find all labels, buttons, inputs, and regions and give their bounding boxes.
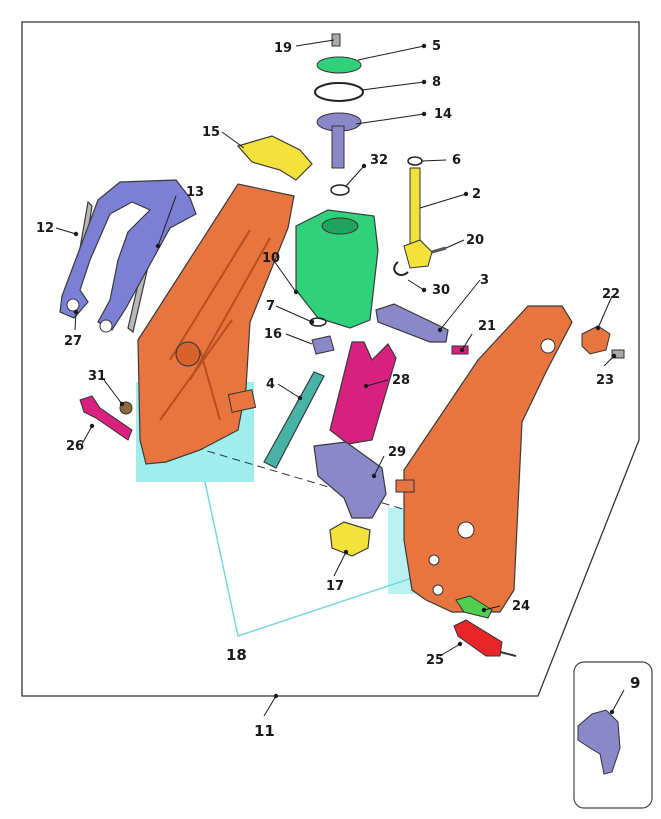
part-16-knob [311,335,335,355]
label-26: 26 [66,439,84,454]
label-22: 22 [602,287,620,302]
label-16: 16 [264,327,282,342]
left-plate-ribs [159,229,271,421]
part-24-screw [455,595,493,619]
left-plate-shaft [227,389,257,413]
part-8-ring [314,82,364,102]
part-30-clip [393,261,409,276]
part-32-ring [330,184,350,196]
part-28-bracket [329,341,397,445]
group-18-leader [204,481,413,637]
part-15-bracket [236,135,313,181]
label-4: 4 [266,377,275,392]
label-24: 24 [512,599,530,614]
right-plate-hole-c [428,554,440,566]
label-8: 8 [432,75,441,90]
right-plate-hole-d [432,584,444,596]
part-17-block [329,521,371,557]
label-25: 25 [426,653,444,668]
dash-axis [169,439,441,521]
label-21: 21 [478,319,496,334]
part-20-screw [431,246,447,254]
label-5: 5 [432,39,441,54]
label-28: 28 [392,373,410,388]
label-2: 2 [472,187,481,202]
label-6: 6 [452,153,461,168]
part-27-frame [59,179,197,331]
part-26-pin [79,395,133,441]
label-31: 31 [88,369,106,384]
leader-lines [55,39,625,717]
label-32: 32 [370,153,388,168]
label-11: 11 [254,722,275,740]
label-9: 9 [630,674,640,692]
part-25-pin [453,619,503,657]
part-5-disk [316,56,362,74]
right-plate-hole-a [540,338,556,354]
right-plate [403,305,573,613]
part-27-hole-a [66,298,80,312]
part-9-bracket [577,709,621,775]
part-4-bar [263,371,325,469]
leader-dots [73,43,617,715]
label-12: 12 [36,221,54,236]
part-23-screw [611,349,625,359]
label-18: 18 [226,646,247,664]
part-10-bore [321,217,359,235]
part-27-hole-b [99,319,113,333]
label-29: 29 [388,445,406,460]
part-labels: 19 5 8 14 15 32 6 2 12 13 20 10 30 3 7 2… [36,39,620,668]
part-25-cotter [499,651,517,657]
label-3: 3 [480,273,489,288]
right-plate-hole-b [457,521,475,539]
part-2-shaft [409,167,421,249]
part-6-ring [407,156,423,166]
label-20: 20 [466,233,484,248]
assembly-frame [21,21,640,697]
label-15: 15 [202,125,220,140]
label-13: 13 [186,185,204,200]
inset-frame [573,661,653,809]
label-17: 17 [326,579,344,594]
part-22-bushing [581,325,611,355]
part-2-arm [403,239,433,269]
label-27: 27 [64,334,82,349]
right-plate-pin [395,479,415,493]
label-19: 19 [274,41,292,56]
label-10: 10 [262,251,280,266]
part-29-cam [313,441,387,519]
part-10-housing [295,209,379,329]
label-7: 7 [266,299,275,314]
part-14-spindle [331,125,345,169]
label-30: 30 [432,283,450,298]
left-plate-hub [175,341,201,367]
label-23: 23 [596,373,614,388]
label-14: 14 [434,107,452,122]
part-3-lever [375,303,449,343]
